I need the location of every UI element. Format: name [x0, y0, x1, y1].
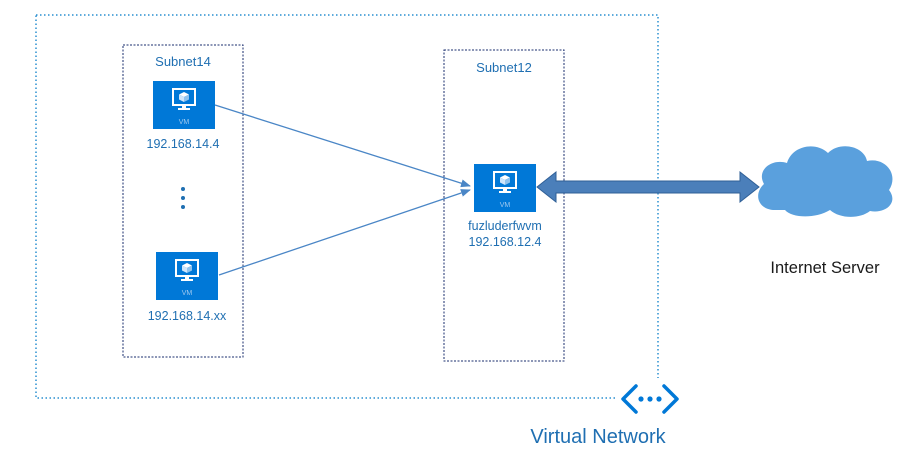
subnet14-box	[122, 44, 244, 358]
bidirectional-internet-arrow	[536, 170, 760, 204]
cloud-icon	[758, 146, 893, 217]
vm-name-label: fuzluderfwvm	[468, 219, 542, 233]
vm-icon-fw[interactable]: VM	[474, 164, 536, 212]
connection-vm14-xx-to-fw	[218, 189, 471, 276]
virtual-network-icon	[616, 378, 684, 420]
vm-icon-14-4[interactable]: VM	[153, 81, 215, 129]
vm-ip-label: 192.168.14.4	[147, 137, 220, 151]
vm-badge-label: VM	[179, 119, 190, 126]
connection-vm14-4-to-fw	[214, 104, 471, 188]
monitor-icon	[172, 88, 196, 110]
vm-ip-label: 192.168.14.xx	[148, 309, 227, 323]
subnet12-box	[443, 49, 565, 362]
internet-server-label: Internet Server	[770, 259, 880, 277]
virtual-network-boundary	[35, 14, 659, 399]
virtual-network-label: Virtual Network	[530, 426, 666, 448]
monitor-icon	[175, 259, 199, 281]
subnet12-label: Subnet12	[476, 60, 532, 75]
more-vms-ellipsis	[181, 187, 185, 209]
vm-badge-label: VM	[500, 202, 511, 209]
subnet14-label: Subnet14	[155, 54, 211, 69]
vm-ip-label: 192.168.12.4	[469, 235, 542, 249]
monitor-icon	[493, 171, 517, 193]
vm-badge-label: VM	[182, 290, 193, 297]
vm-icon-14-xx[interactable]: VM	[156, 252, 218, 300]
